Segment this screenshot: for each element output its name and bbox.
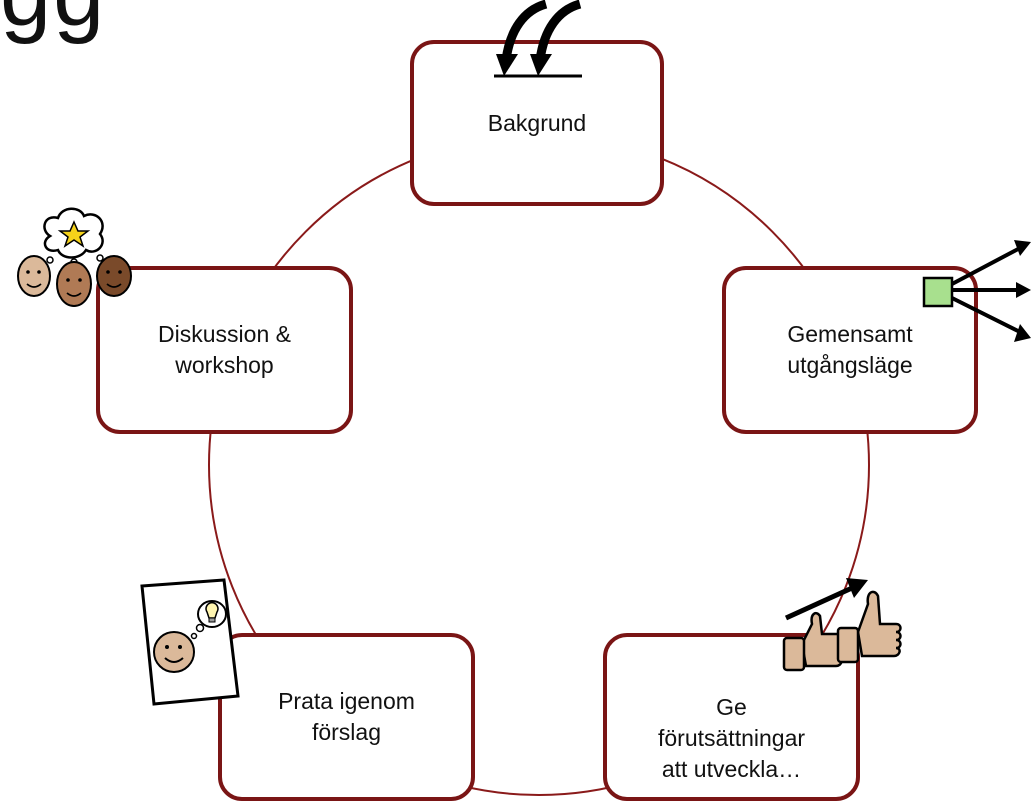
- curved-arrows-icon: [494, 0, 582, 78]
- idea-card-icon: [140, 578, 240, 706]
- node-diskussion-workshop: Diskussion & workshop: [96, 266, 353, 434]
- node-prata-igenom-forslag: Prata igenom förslag: [218, 633, 475, 801]
- arrows-from-square-icon: [922, 240, 1031, 342]
- thumbs-up-arrow-icon: [782, 578, 902, 672]
- slide-title-fragment: gg: [0, 0, 106, 40]
- group-thinking-icon: [17, 207, 132, 307]
